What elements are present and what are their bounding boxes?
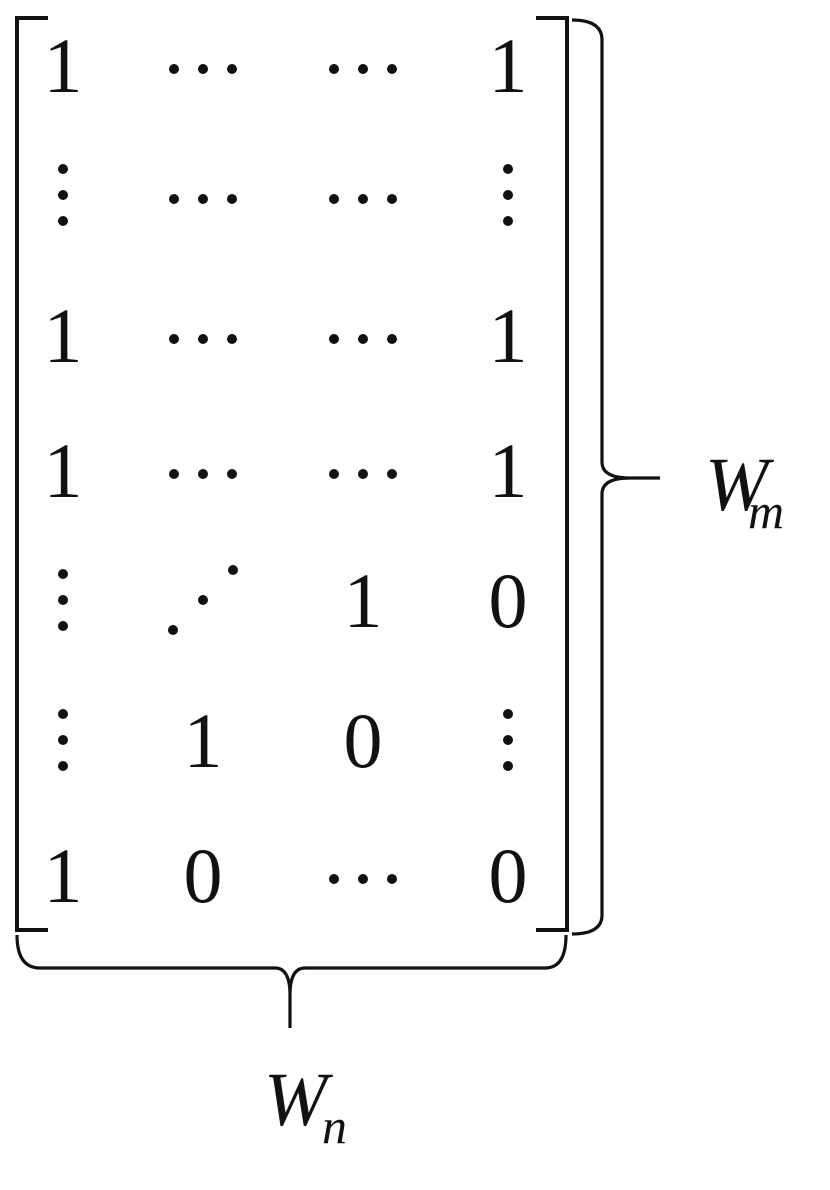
matrix-cell-0-3: 1 bbox=[489, 22, 528, 109]
matrix-cell-6-3: 0 bbox=[489, 832, 528, 919]
rows-label-sub: m bbox=[748, 483, 784, 539]
matrix-cell-6-1: 0 bbox=[184, 832, 223, 919]
left-bracket bbox=[15, 16, 48, 932]
matrix-cell-4-2: 1 bbox=[344, 557, 383, 644]
matrix-cell-5-3-vdots bbox=[503, 709, 513, 771]
matrix-cell-3-0: 1 bbox=[44, 427, 83, 514]
matrix-cell-6-0: 1 bbox=[44, 832, 83, 919]
matrix-cell-5-2: 0 bbox=[344, 697, 383, 784]
matrix-cell-2-3: 1 bbox=[489, 292, 528, 379]
matrix-cell-1-2-hdots bbox=[329, 194, 397, 204]
matrix-cell-0-0: 1 bbox=[44, 22, 83, 109]
matrix-cell-1-3-vdots bbox=[503, 164, 513, 226]
row-brace bbox=[571, 18, 660, 936]
matrix-cell-0-1-hdots bbox=[169, 64, 237, 74]
columns-label-sub: n bbox=[322, 1098, 347, 1154]
matrix-cell-4-1-ddots bbox=[168, 565, 238, 635]
matrix-cell-4-3: 0 bbox=[489, 557, 528, 644]
matrix-cell-0-2-hdots bbox=[329, 64, 397, 74]
matrix-cell-3-1-hdots bbox=[169, 469, 237, 479]
columns-label: W n bbox=[264, 1058, 347, 1154]
matrix-cell-6-2-hdots bbox=[329, 874, 397, 884]
matrix-cell-2-2-hdots bbox=[329, 334, 397, 344]
matrix-cell-2-1-hdots bbox=[169, 334, 237, 344]
matrix-cell-4-0-vdots bbox=[58, 569, 68, 631]
matrix-cell-3-3: 1 bbox=[489, 427, 528, 514]
matrix-cell-2-0: 1 bbox=[44, 292, 83, 379]
columns-label-main: W bbox=[264, 1058, 334, 1142]
rows-label-main: W bbox=[705, 443, 775, 527]
column-brace bbox=[15, 934, 568, 1028]
matrix-cell-1-0-vdots bbox=[58, 164, 68, 226]
right-bracket bbox=[536, 16, 569, 932]
rows-label: W m bbox=[705, 443, 784, 539]
matrix-cell-5-0-vdots bbox=[58, 709, 68, 771]
matrix-cell-1-1-hdots bbox=[169, 194, 237, 204]
matrix-cell-3-2-hdots bbox=[329, 469, 397, 479]
matrix-cell-5-1: 1 bbox=[184, 697, 223, 784]
matrix-cells: 1 1 1 1 1 1 1 0 1 0 1 0 0 bbox=[44, 22, 528, 919]
